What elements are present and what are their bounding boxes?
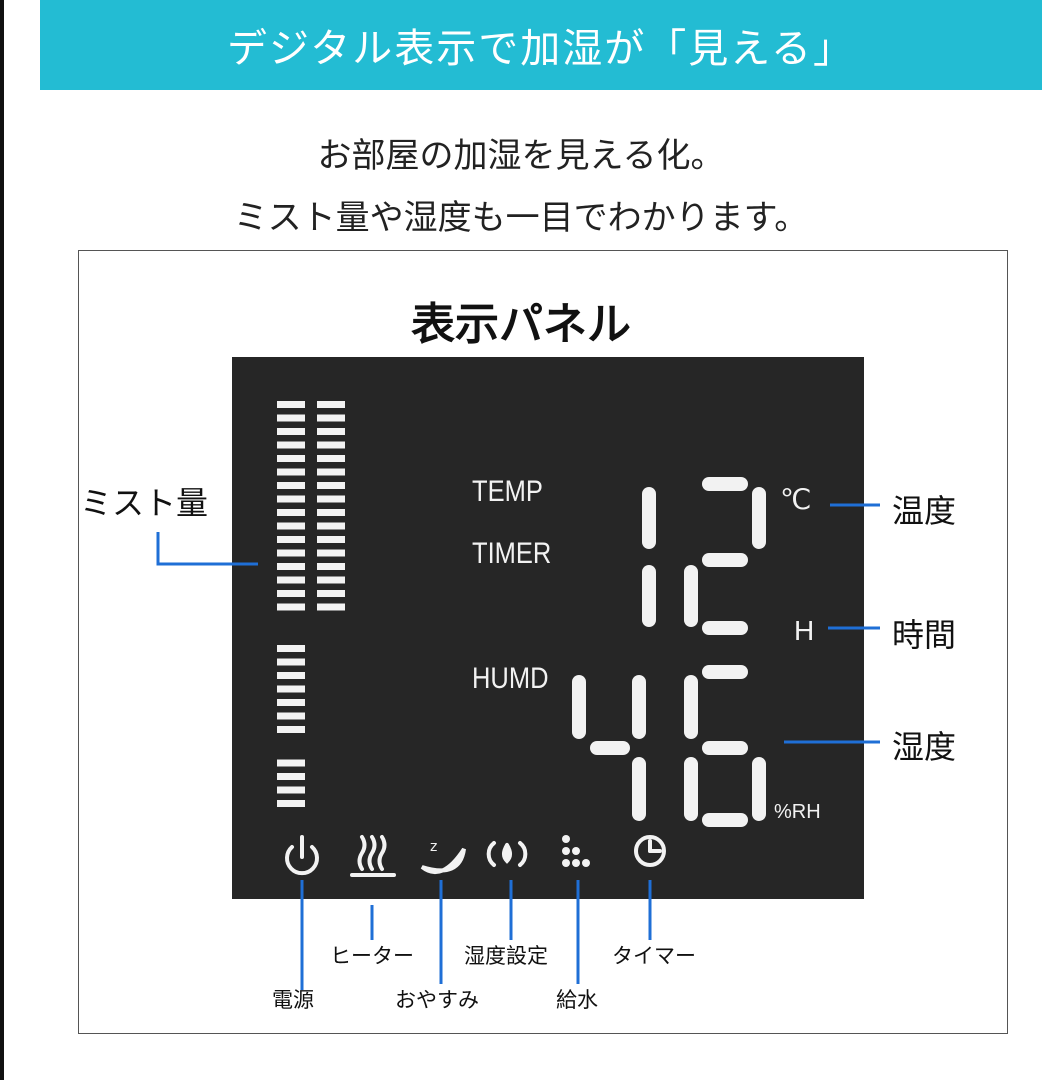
mist-bar-lower xyxy=(277,685,305,693)
mist-bar-left xyxy=(277,401,305,408)
mist-bar-left xyxy=(277,549,305,557)
timer-label: TIMER xyxy=(472,537,552,570)
mist-bar-left xyxy=(277,522,305,530)
mist-bar-left xyxy=(277,536,305,543)
mist-bar-right xyxy=(317,590,345,597)
mist-bar-lower xyxy=(277,759,305,767)
mist-bar-lower xyxy=(277,672,305,679)
banner-title: デジタル表示で加湿が「見える」 xyxy=(227,26,855,72)
mist-bar-right xyxy=(317,482,345,489)
mist-bar-lower xyxy=(277,712,305,720)
mist-bar-left xyxy=(277,482,305,489)
mist-bar-right xyxy=(317,536,345,543)
sleep-icon: z xyxy=(420,839,466,874)
svg-text:z: z xyxy=(430,839,437,855)
mist-bar-right xyxy=(317,522,345,530)
mist-bar-right xyxy=(317,401,345,408)
mist-callout-line xyxy=(156,532,258,566)
mist-bar-right xyxy=(317,576,345,584)
mist-bar-right xyxy=(317,549,345,557)
left-border xyxy=(0,0,4,1080)
temperature-callout: 温度 xyxy=(892,492,957,530)
humidity-setting-caption: 湿度設定 xyxy=(464,944,548,968)
mist-bar-right xyxy=(317,441,345,449)
power-icon xyxy=(285,835,319,876)
digit-time-1 xyxy=(642,487,656,627)
digit-time-2 xyxy=(684,477,766,635)
rh-unit: %RH xyxy=(774,801,821,823)
sleep-caption: おやすみ xyxy=(395,988,479,1012)
mist-bar-left xyxy=(277,590,305,597)
mist-bar-right xyxy=(317,603,345,611)
mist-bar-left xyxy=(277,428,305,435)
power-caption: 電源 xyxy=(272,988,314,1012)
header-banner: デジタル表示で加湿が「見える」 xyxy=(40,0,1042,90)
hour-unit: H xyxy=(794,615,815,646)
mist-bar-left xyxy=(277,563,305,570)
mist-bar-left xyxy=(277,455,305,462)
mist-bar-lower xyxy=(277,645,305,652)
intro-line-1: お部屋の加湿を見える化。 xyxy=(317,136,725,176)
mist-bar-right xyxy=(317,495,345,503)
mist-bar-right xyxy=(317,563,345,570)
mist-bar-left xyxy=(277,576,305,584)
timer-icon xyxy=(634,835,666,867)
celsius-unit: ℃ xyxy=(780,484,812,515)
mist-bar-right xyxy=(317,428,345,435)
water-supply-icon xyxy=(562,835,590,867)
digit-humidity-4 xyxy=(572,675,646,821)
humidity-setting-icon xyxy=(486,841,528,867)
mist-bar-lower xyxy=(277,786,305,794)
mist-bar-right xyxy=(317,509,345,516)
mist-bar-right xyxy=(317,468,345,476)
temp-label: TEMP xyxy=(472,475,543,508)
heater-caption: ヒーター xyxy=(330,944,414,968)
panel-frame xyxy=(78,250,1008,1034)
heater-icon xyxy=(350,835,396,877)
mist-bar-left xyxy=(277,441,305,449)
mist-bar-right xyxy=(317,455,345,462)
timer-caption: タイマー xyxy=(612,944,696,968)
seven-segment-area xyxy=(572,477,766,827)
mist-bar-left xyxy=(277,509,305,516)
mist-bar-lower xyxy=(277,658,305,666)
mist-callout: ミスト量 xyxy=(80,484,209,522)
water-supply-caption: 給水 xyxy=(556,988,598,1012)
mist-bar-lower xyxy=(277,699,305,706)
humd-label: HUMD xyxy=(472,662,549,695)
mist-bar-left xyxy=(277,414,305,422)
panel-title: 表示パネル xyxy=(411,299,631,350)
mist-bar-lower xyxy=(277,800,305,807)
mist-bar-lower xyxy=(277,726,305,733)
digit-humidity-6 xyxy=(684,665,766,827)
humidity-callout: 湿度 xyxy=(892,728,957,766)
mist-level-bars xyxy=(277,401,345,807)
mist-bar-right xyxy=(317,414,345,422)
intro-line-2: ミスト量や湿度も一目でわかります。 xyxy=(233,198,809,238)
mist-bar-left xyxy=(277,495,305,503)
lcd-display: TEMP TIMER HUMD xyxy=(232,357,864,899)
mist-bar-left xyxy=(277,468,305,476)
mist-bar-lower xyxy=(277,773,305,780)
mist-bar-left xyxy=(277,603,305,611)
time-callout: 時間 xyxy=(892,616,957,654)
